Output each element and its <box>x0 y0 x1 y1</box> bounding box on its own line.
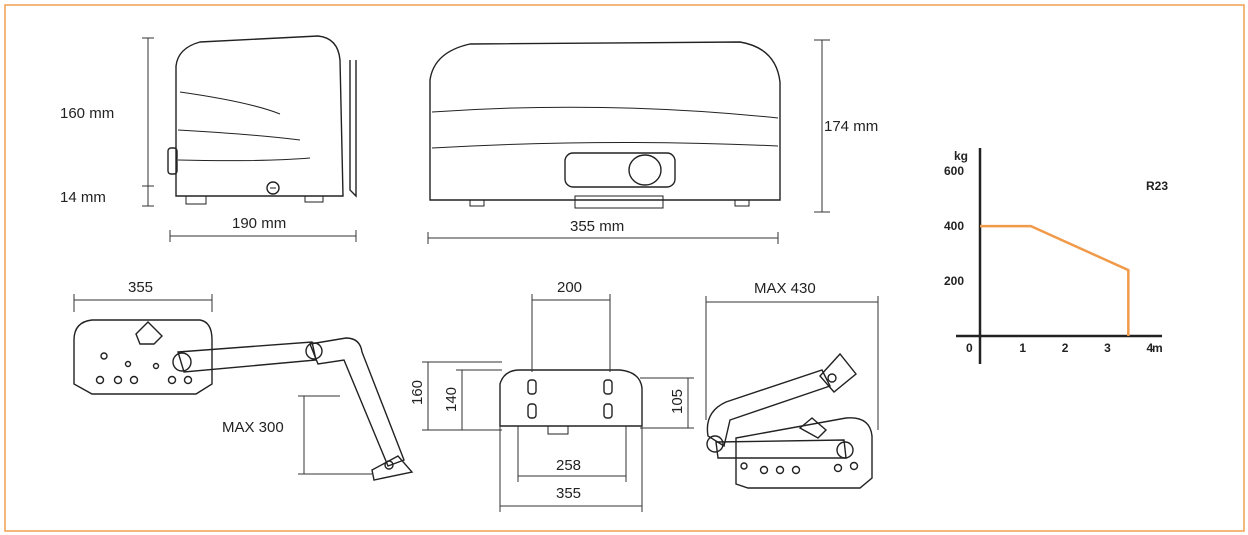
end-outer-base-label: 355 <box>556 485 581 502</box>
chart-y-axis-label: kg <box>954 149 968 163</box>
end-dimension-lines <box>422 294 694 512</box>
chart-y-tick-label: 600 <box>944 164 964 178</box>
chart-tick-labels: 0 1 2 3 4 200 400 600 <box>944 164 1154 355</box>
end-right-height-label: 105 <box>669 389 686 414</box>
chart-x-tick-label: 0 <box>966 341 973 355</box>
plan2-dimension-lines <box>705 296 879 430</box>
chart-x-axis-label: m <box>1152 341 1163 355</box>
plan-view-arm <box>177 341 317 373</box>
end-top-width-label: 200 <box>557 279 582 296</box>
plan2-body <box>735 417 873 489</box>
plan-dimension-lines <box>73 294 372 475</box>
chart-x-tick-label: 4 <box>1147 341 1154 355</box>
side-height-label: 160 mm <box>60 105 114 122</box>
side-base-label: 14 mm <box>60 189 106 206</box>
end-view-motor <box>499 369 643 435</box>
front-view-handle-recess <box>564 152 676 188</box>
end-inner-base-label: 258 <box>556 457 581 474</box>
plan-view-folded-arm <box>706 352 873 489</box>
chart-series-line <box>980 224 1130 336</box>
plan-max-reach-label: MAX 300 <box>222 419 284 436</box>
chart-series <box>980 224 1130 336</box>
plan-width-label: 355 <box>128 279 153 296</box>
plan-view-motor-with-arm <box>73 319 414 481</box>
plan-view-body <box>73 319 213 395</box>
plan2-curved-arm <box>706 369 831 448</box>
plan-view-curved-arm <box>309 337 405 467</box>
front-height-label: 174 mm <box>824 118 878 135</box>
plan2-bracket <box>819 352 857 393</box>
plan2-max-width-label: MAX 430 <box>754 280 816 297</box>
load-chart: kg m R23 0 1 2 3 4 200 400 600 <box>944 148 1168 364</box>
side-width-label: 190 mm <box>232 215 286 232</box>
front-view-motor <box>429 41 781 209</box>
side-dimension-lines <box>142 37 357 242</box>
chart-x-tick-label: 3 <box>1104 341 1111 355</box>
front-view-body <box>429 41 781 201</box>
sheet-border <box>4 4 1245 532</box>
chart-y-tick-label: 400 <box>944 219 964 233</box>
side-view-motor <box>167 35 357 205</box>
front-width-label: 355 mm <box>570 218 624 235</box>
chart-y-tick-label: 200 <box>944 274 964 288</box>
chart-title: R23 <box>1146 179 1168 193</box>
chart-x-tick-label: 1 <box>1019 341 1026 355</box>
end-outer-height-label: 160 <box>409 380 426 405</box>
front-dimension-lines <box>427 39 830 244</box>
side-view-body <box>175 35 344 197</box>
chart-x-tick-label: 2 <box>1062 341 1069 355</box>
end-view-body <box>499 369 643 427</box>
end-inner-height-label: 140 <box>443 387 460 412</box>
